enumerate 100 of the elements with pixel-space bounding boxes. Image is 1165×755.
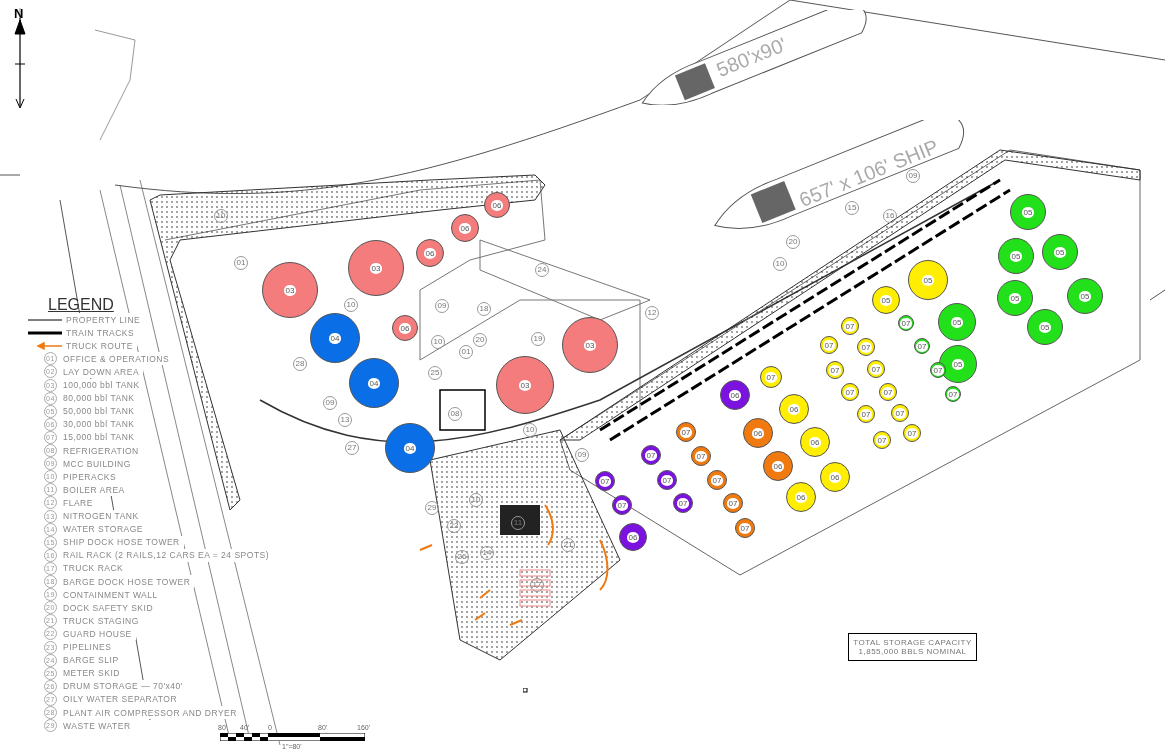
tank-number: 05 — [951, 358, 965, 370]
tank-number: 07 — [764, 371, 778, 383]
tank-number: 06 — [490, 199, 504, 211]
tank-number: 06 — [808, 436, 822, 448]
legend-title: LEGEND — [48, 296, 114, 314]
tank-number: 05 — [1078, 290, 1092, 302]
tank-number: 07 — [931, 364, 945, 376]
legend-label: 30,000 bbl TANK — [63, 419, 135, 430]
note-text: 1,855,000 BBLS NOMINAL — [857, 647, 968, 656]
tank-number: 06 — [828, 471, 842, 483]
legend-label: PLANT AIR COMPRESSOR AND DRYER — [63, 707, 237, 718]
tank-circle — [820, 462, 850, 492]
legend-label: MCC BUILDING — [63, 458, 131, 469]
tank-circle — [392, 315, 418, 341]
tank-circle — [385, 423, 435, 473]
tank-number: 06 — [771, 460, 785, 472]
tank-circle — [562, 317, 618, 373]
tank-circle — [416, 239, 444, 267]
north-label: N — [14, 6, 24, 21]
tank-number: 07 — [875, 434, 889, 446]
legend-label: CONTAINMENT WALL — [63, 589, 158, 600]
tank-number: 05 — [950, 316, 964, 328]
tank-number: 05 — [1021, 206, 1035, 218]
tank-number: 07 — [679, 426, 693, 438]
tank-number: 07 — [843, 386, 857, 398]
tank-number: 06 — [398, 322, 412, 334]
legend-label: OFFICE & OPERATIONS — [63, 353, 170, 364]
tank-number: 07 — [644, 449, 658, 461]
tank-number: 06 — [458, 222, 472, 234]
note-text: TOTAL STORAGE CAPACITY — [852, 638, 973, 647]
legend-label: OILY WATER SEPARATOR — [63, 694, 178, 705]
legend-label: GUARD HOUSE — [63, 628, 132, 639]
legend-label: PIPELINES — [63, 642, 112, 652]
tank-number: 06 — [626, 531, 640, 543]
legend-label: LAY DOWN AREA — [63, 366, 140, 377]
tank-number: 07 — [694, 450, 708, 462]
tank-number: 07 — [738, 522, 752, 534]
legend-label: TRAIN TRACKS — [66, 327, 135, 338]
tank-circle — [760, 366, 782, 388]
tank-circle — [451, 214, 479, 242]
tank-circle — [310, 313, 360, 363]
tank-number: 07 — [915, 340, 929, 352]
legend-label: FLARE — [63, 497, 93, 508]
legend-label: SHIP DOCK HOSE TOWER — [63, 537, 180, 548]
tank-number: 07 — [726, 497, 740, 509]
tank-number: 07 — [843, 320, 857, 332]
legend-label: REFRIGERATION — [63, 445, 139, 456]
tank-number: 06 — [794, 491, 808, 503]
tank-number: 07 — [660, 474, 674, 486]
tank-number: 03 — [283, 284, 297, 296]
tank-circle — [872, 286, 900, 314]
tank-number: 06 — [751, 427, 765, 439]
tank-circle — [786, 482, 816, 512]
tank-circle — [938, 303, 976, 341]
tank-number: 07 — [828, 364, 842, 376]
tank-number: 05 — [921, 274, 935, 286]
tank-number: 07 — [710, 474, 724, 486]
tank-circle — [1027, 309, 1063, 345]
tank-circle — [908, 260, 948, 300]
tank-circle — [997, 280, 1033, 316]
note-box — [848, 633, 977, 661]
tank-circle — [1067, 278, 1103, 314]
legend-label: DOCK SAFETY SKID — [63, 602, 154, 613]
legend-label: TRUCK STAGING — [63, 615, 139, 626]
legend-label: WASTE WATER — [63, 720, 131, 731]
tank-number: 07 — [905, 427, 919, 439]
tank-number: 03 — [369, 262, 383, 274]
tank-number: 05 — [1009, 250, 1023, 262]
tank-number: 07 — [859, 408, 873, 420]
tank-number: 07 — [598, 475, 612, 487]
tank-number: 05 — [1008, 292, 1022, 304]
legend-label: 15,000 bbl TANK — [63, 432, 135, 443]
legend-label: BOILER AREA — [63, 484, 125, 495]
tank-number: 07 — [869, 363, 883, 375]
legend-label: PIPERACKS — [63, 471, 117, 482]
tank-circle — [763, 451, 793, 481]
tank-circle — [619, 523, 647, 551]
legend-label: PROPERTY LINE — [66, 314, 141, 325]
legend-label: NITROGEN TANK — [63, 511, 139, 521]
tank-circle — [779, 394, 809, 424]
tank-number: 07 — [859, 341, 873, 353]
tank-number: 03 — [583, 339, 597, 351]
tank-number: 06 — [423, 247, 437, 259]
legend-label: BARGE DOCK HOSE TOWER — [63, 576, 191, 587]
tank-number: 07 — [946, 388, 960, 400]
legend-label: RAIL RACK (2 RAILS,12 CARS EA = 24 SPOTS) — [63, 550, 270, 561]
legend-label: 80,000 bbl TANK — [63, 393, 135, 404]
legend-label: DRUM STORAGE — 70'x40' — [63, 681, 183, 692]
legend-label: 50,000 bbl TANK — [63, 406, 135, 417]
tank-number: 07 — [881, 386, 895, 398]
tank-number: 07 — [615, 499, 629, 511]
tank-circle — [998, 238, 1034, 274]
tank-number: 06 — [787, 403, 801, 415]
tank-circle — [800, 427, 830, 457]
tank-number: 05 — [879, 294, 893, 306]
legend-label: METER SKID — [63, 668, 120, 679]
tank-number: 07 — [899, 317, 913, 329]
tank-number: 05 — [1038, 321, 1052, 333]
legend-label: BARGE SLIP — [63, 655, 119, 666]
tank-number: 04 — [367, 377, 381, 389]
